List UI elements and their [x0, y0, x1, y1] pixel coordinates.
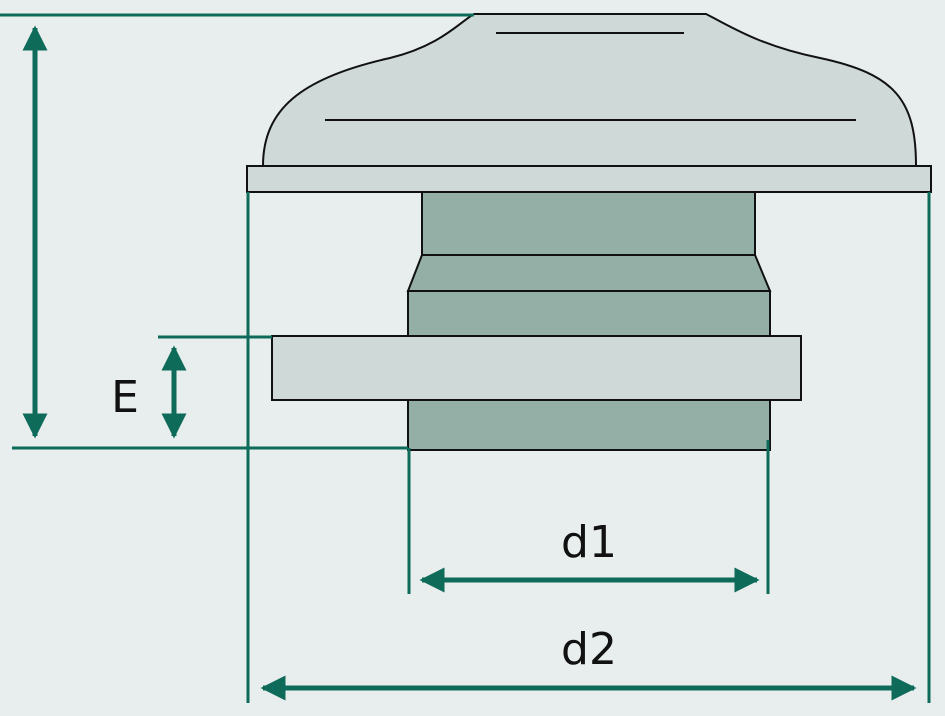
d2-label: d2 [561, 624, 617, 675]
flange [271, 335, 802, 401]
height-label: H [0, 190, 3, 241]
lower-body [407, 290, 771, 337]
d1-label: d1 [561, 517, 617, 568]
hood-base-plate [246, 165, 932, 193]
fan-hood [261, 13, 918, 167]
spigot [407, 399, 771, 451]
upper-neck [421, 191, 756, 256]
flange-thickness-label: E [111, 372, 139, 423]
tapered-neck [406, 254, 772, 292]
